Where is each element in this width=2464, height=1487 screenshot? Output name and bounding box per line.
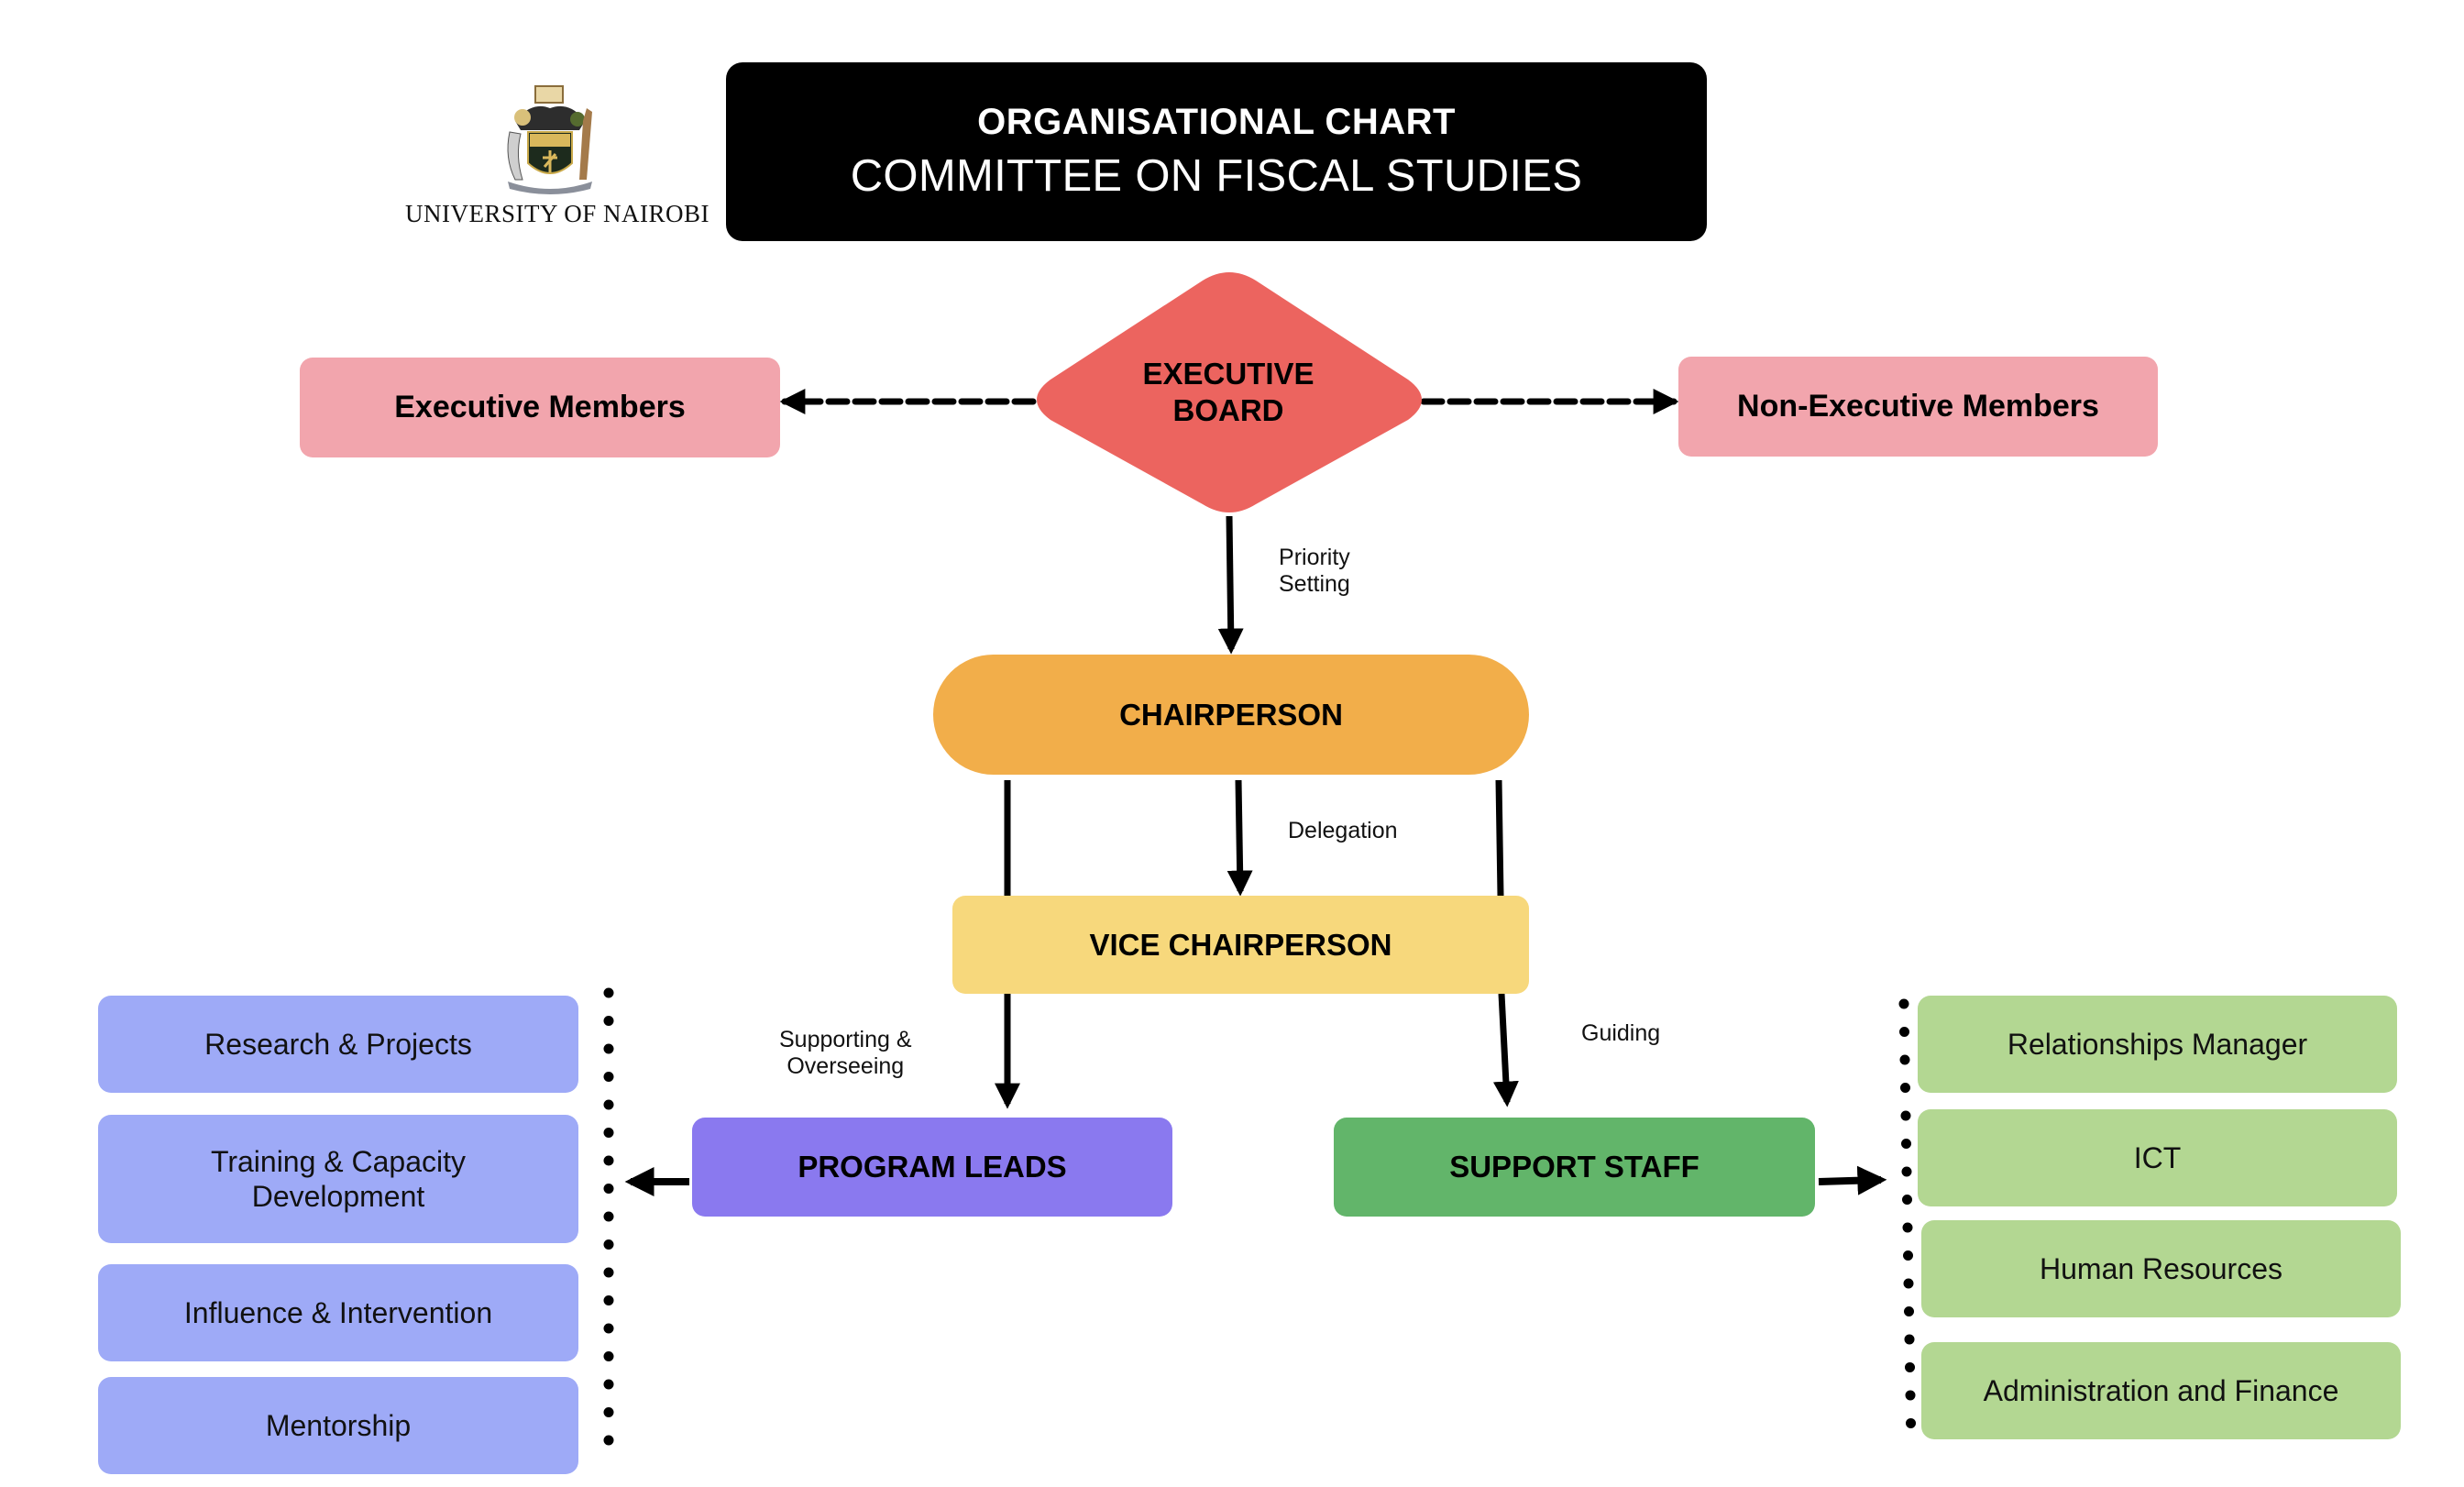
- non-executive-members-label: Non-Executive Members: [1737, 389, 2099, 424]
- program-unit-label: Influence & Intervention: [183, 1296, 493, 1329]
- program-unit-label-line1: Training & Capacity: [210, 1145, 467, 1178]
- vice-chairperson-label: VICE CHAIRPERSON: [1089, 927, 1392, 962]
- chairperson-label: CHAIRPERSON: [1119, 697, 1343, 732]
- program-unit-mentorship[interactable]: Mentorship: [98, 1377, 578, 1474]
- line-chair-right: [1495, 779, 1504, 897]
- executive-board-node[interactable]: EXECUTIVE BOARD: [1033, 271, 1424, 513]
- support-unit-label: ICT: [2133, 1141, 2182, 1174]
- support-staff-label: SUPPORT STAFF: [1449, 1150, 1700, 1184]
- support-unit-label: Relationships Manager: [2007, 1028, 2308, 1061]
- chairperson-node[interactable]: CHAIRPERSON: [933, 655, 1529, 775]
- arrow-support-staff-to-units: [1818, 1165, 1887, 1195]
- edge-label-line: Priority: [1279, 545, 1350, 570]
- arrow-chair-to-vice: [1226, 779, 1253, 897]
- university-crest-icon: [495, 84, 605, 196]
- support-unit-human-resources[interactable]: Human Resources: [1921, 1220, 2401, 1317]
- chart-subtitle: COMMITTEE ON FISCAL STUDIES: [850, 151, 1583, 201]
- program-unit-label: Mentorship: [265, 1409, 412, 1442]
- executive-members-node[interactable]: Executive Members: [300, 358, 780, 457]
- edge-label-line: Setting: [1279, 571, 1350, 597]
- support-unit-relationships-manager[interactable]: Relationships Manager: [1918, 996, 2397, 1093]
- program-unit-research-projects[interactable]: Research & Projects: [98, 996, 578, 1093]
- support-unit-administration-finance[interactable]: Administration and Finance: [1921, 1342, 2401, 1439]
- support-unit-ict[interactable]: ICT: [1918, 1109, 2397, 1206]
- title-banner: ORGANISATIONAL CHART COMMITTEE ON FISCAL…: [726, 62, 1707, 241]
- edge-label-line: Overseeing: [786, 1053, 905, 1079]
- edge-label-delegation: Delegation: [1288, 818, 1398, 843]
- program-leads-label: PROGRAM LEADS: [798, 1150, 1067, 1184]
- support-unit-label: Administration and Finance: [1983, 1374, 2339, 1407]
- executive-members-label: Executive Members: [394, 390, 686, 424]
- program-unit-label-line2: Development: [251, 1180, 425, 1213]
- executive-board-line1: EXECUTIVE: [1142, 357, 1314, 391]
- program-unit-label: Research & Projects: [204, 1028, 472, 1061]
- chart-title: ORGANISATIONAL CHART: [977, 102, 1456, 142]
- executive-board-line2: BOARD: [1172, 393, 1284, 427]
- edge-label-priority-setting: Priority Setting: [1279, 545, 1350, 598]
- edge-label-line: Supporting &: [779, 1027, 912, 1052]
- vice-chairperson-node[interactable]: VICE CHAIRPERSON: [952, 896, 1529, 994]
- program-unit-influence-intervention[interactable]: Influence & Intervention: [98, 1264, 578, 1361]
- institution-name: UNIVERSITY OF NAIROBI: [405, 200, 710, 227]
- program-leads-node[interactable]: PROGRAM LEADS: [692, 1118, 1172, 1217]
- program-unit-training-capacity[interactable]: Training & Capacity Development: [98, 1115, 578, 1243]
- edge-label-guiding: Guiding: [1581, 1020, 1661, 1046]
- arrow-board-to-chairperson: [1217, 515, 1244, 655]
- arrow-to-support-staff: [1492, 993, 1519, 1107]
- support-unit-label: Human Resources: [2040, 1252, 2282, 1285]
- dotted-bracket-support-units: [1898, 998, 1917, 1456]
- edge-label-supporting-overseeing: Supporting & Overseeing: [779, 1027, 912, 1080]
- non-executive-members-node[interactable]: Non-Executive Members: [1678, 357, 2158, 457]
- support-staff-node[interactable]: SUPPORT STAFF: [1334, 1118, 1815, 1217]
